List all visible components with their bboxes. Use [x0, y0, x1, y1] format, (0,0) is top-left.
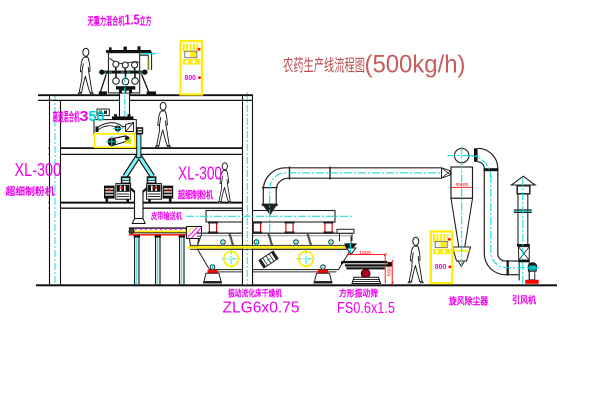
svg-text:XL-300: XL-300	[178, 163, 222, 184]
svg-text:(500kg/h): (500kg/h)	[365, 51, 466, 79]
svg-text:振动流化床干燥机: 振动流化床干燥机	[228, 288, 282, 299]
svg-text:旋风除尘器: 旋风除尘器	[448, 296, 488, 308]
svg-text:方形振动筛: 方形振动筛	[339, 288, 378, 299]
svg-text:超细制粉机: 超细制粉机	[5, 185, 55, 198]
svg-text:Φ800: Φ800	[456, 182, 469, 187]
svg-text:农药生产线流程图: 农药生产线流程图	[283, 56, 365, 75]
svg-text:皮带输送机: 皮带输送机	[150, 211, 182, 221]
svg-text:高速混合机350: 高速混合机350	[53, 108, 105, 125]
svg-text:ZLG6x0.75: ZLG6x0.75	[223, 300, 300, 317]
svg-text:引风机: 引风机	[512, 295, 536, 307]
svg-text:FS0.6x1.5: FS0.6x1.5	[337, 300, 395, 317]
svg-text:XL-300: XL-300	[15, 159, 62, 180]
svg-text:1500: 1500	[359, 250, 371, 256]
svg-text:超细制粉机: 超细制粉机	[177, 189, 213, 202]
svg-text:550: 550	[387, 266, 393, 276]
svg-text:无重力混合机1.5立方: 无重力混合机1.5立方	[87, 13, 152, 29]
